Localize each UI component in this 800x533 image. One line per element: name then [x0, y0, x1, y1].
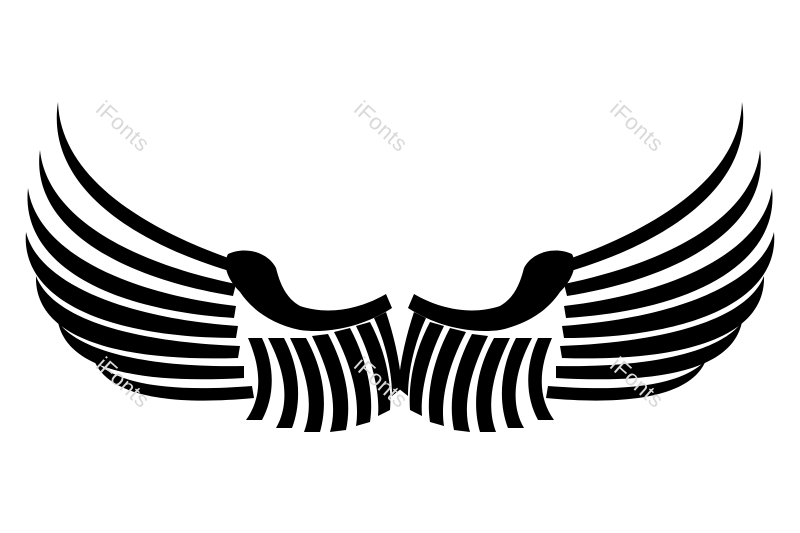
left-secondary-6 — [356, 322, 391, 416]
right-secondary-5 — [428, 328, 466, 426]
left-feather-5 — [35, 276, 240, 359]
left-feather-4 — [25, 232, 238, 338]
left-secondary-3 — [290, 338, 324, 432]
right-wing — [398, 102, 775, 432]
left-secondary-1 — [246, 338, 272, 420]
left-feather-7 — [94, 360, 254, 401]
right-feather-5 — [560, 276, 765, 359]
right-feather-6 — [556, 322, 742, 380]
left-secondary-7 — [374, 312, 402, 396]
right-feather-2 — [564, 150, 761, 296]
left-shoulder — [225, 250, 392, 332]
right-shoulder — [408, 250, 575, 332]
right-secondary-1 — [528, 338, 554, 420]
right-secondary-7 — [398, 312, 426, 396]
right-secondary-3 — [476, 338, 510, 432]
left-secondary-2 — [268, 338, 299, 428]
left-feather-2 — [39, 150, 236, 296]
left-wing — [25, 102, 402, 432]
right-secondary-6 — [409, 322, 444, 416]
left-feather-6 — [58, 322, 244, 380]
right-secondary-4 — [451, 334, 488, 432]
left-feather-3 — [27, 188, 236, 318]
right-feather-3 — [564, 188, 773, 318]
left-secondary-4 — [312, 334, 349, 432]
right-feather-1 — [560, 102, 744, 273]
right-feather-4 — [562, 232, 775, 338]
right-secondary-2 — [501, 338, 532, 428]
left-feather-1 — [56, 102, 240, 273]
right-feather-7 — [546, 360, 706, 401]
left-secondary-5 — [334, 328, 372, 426]
